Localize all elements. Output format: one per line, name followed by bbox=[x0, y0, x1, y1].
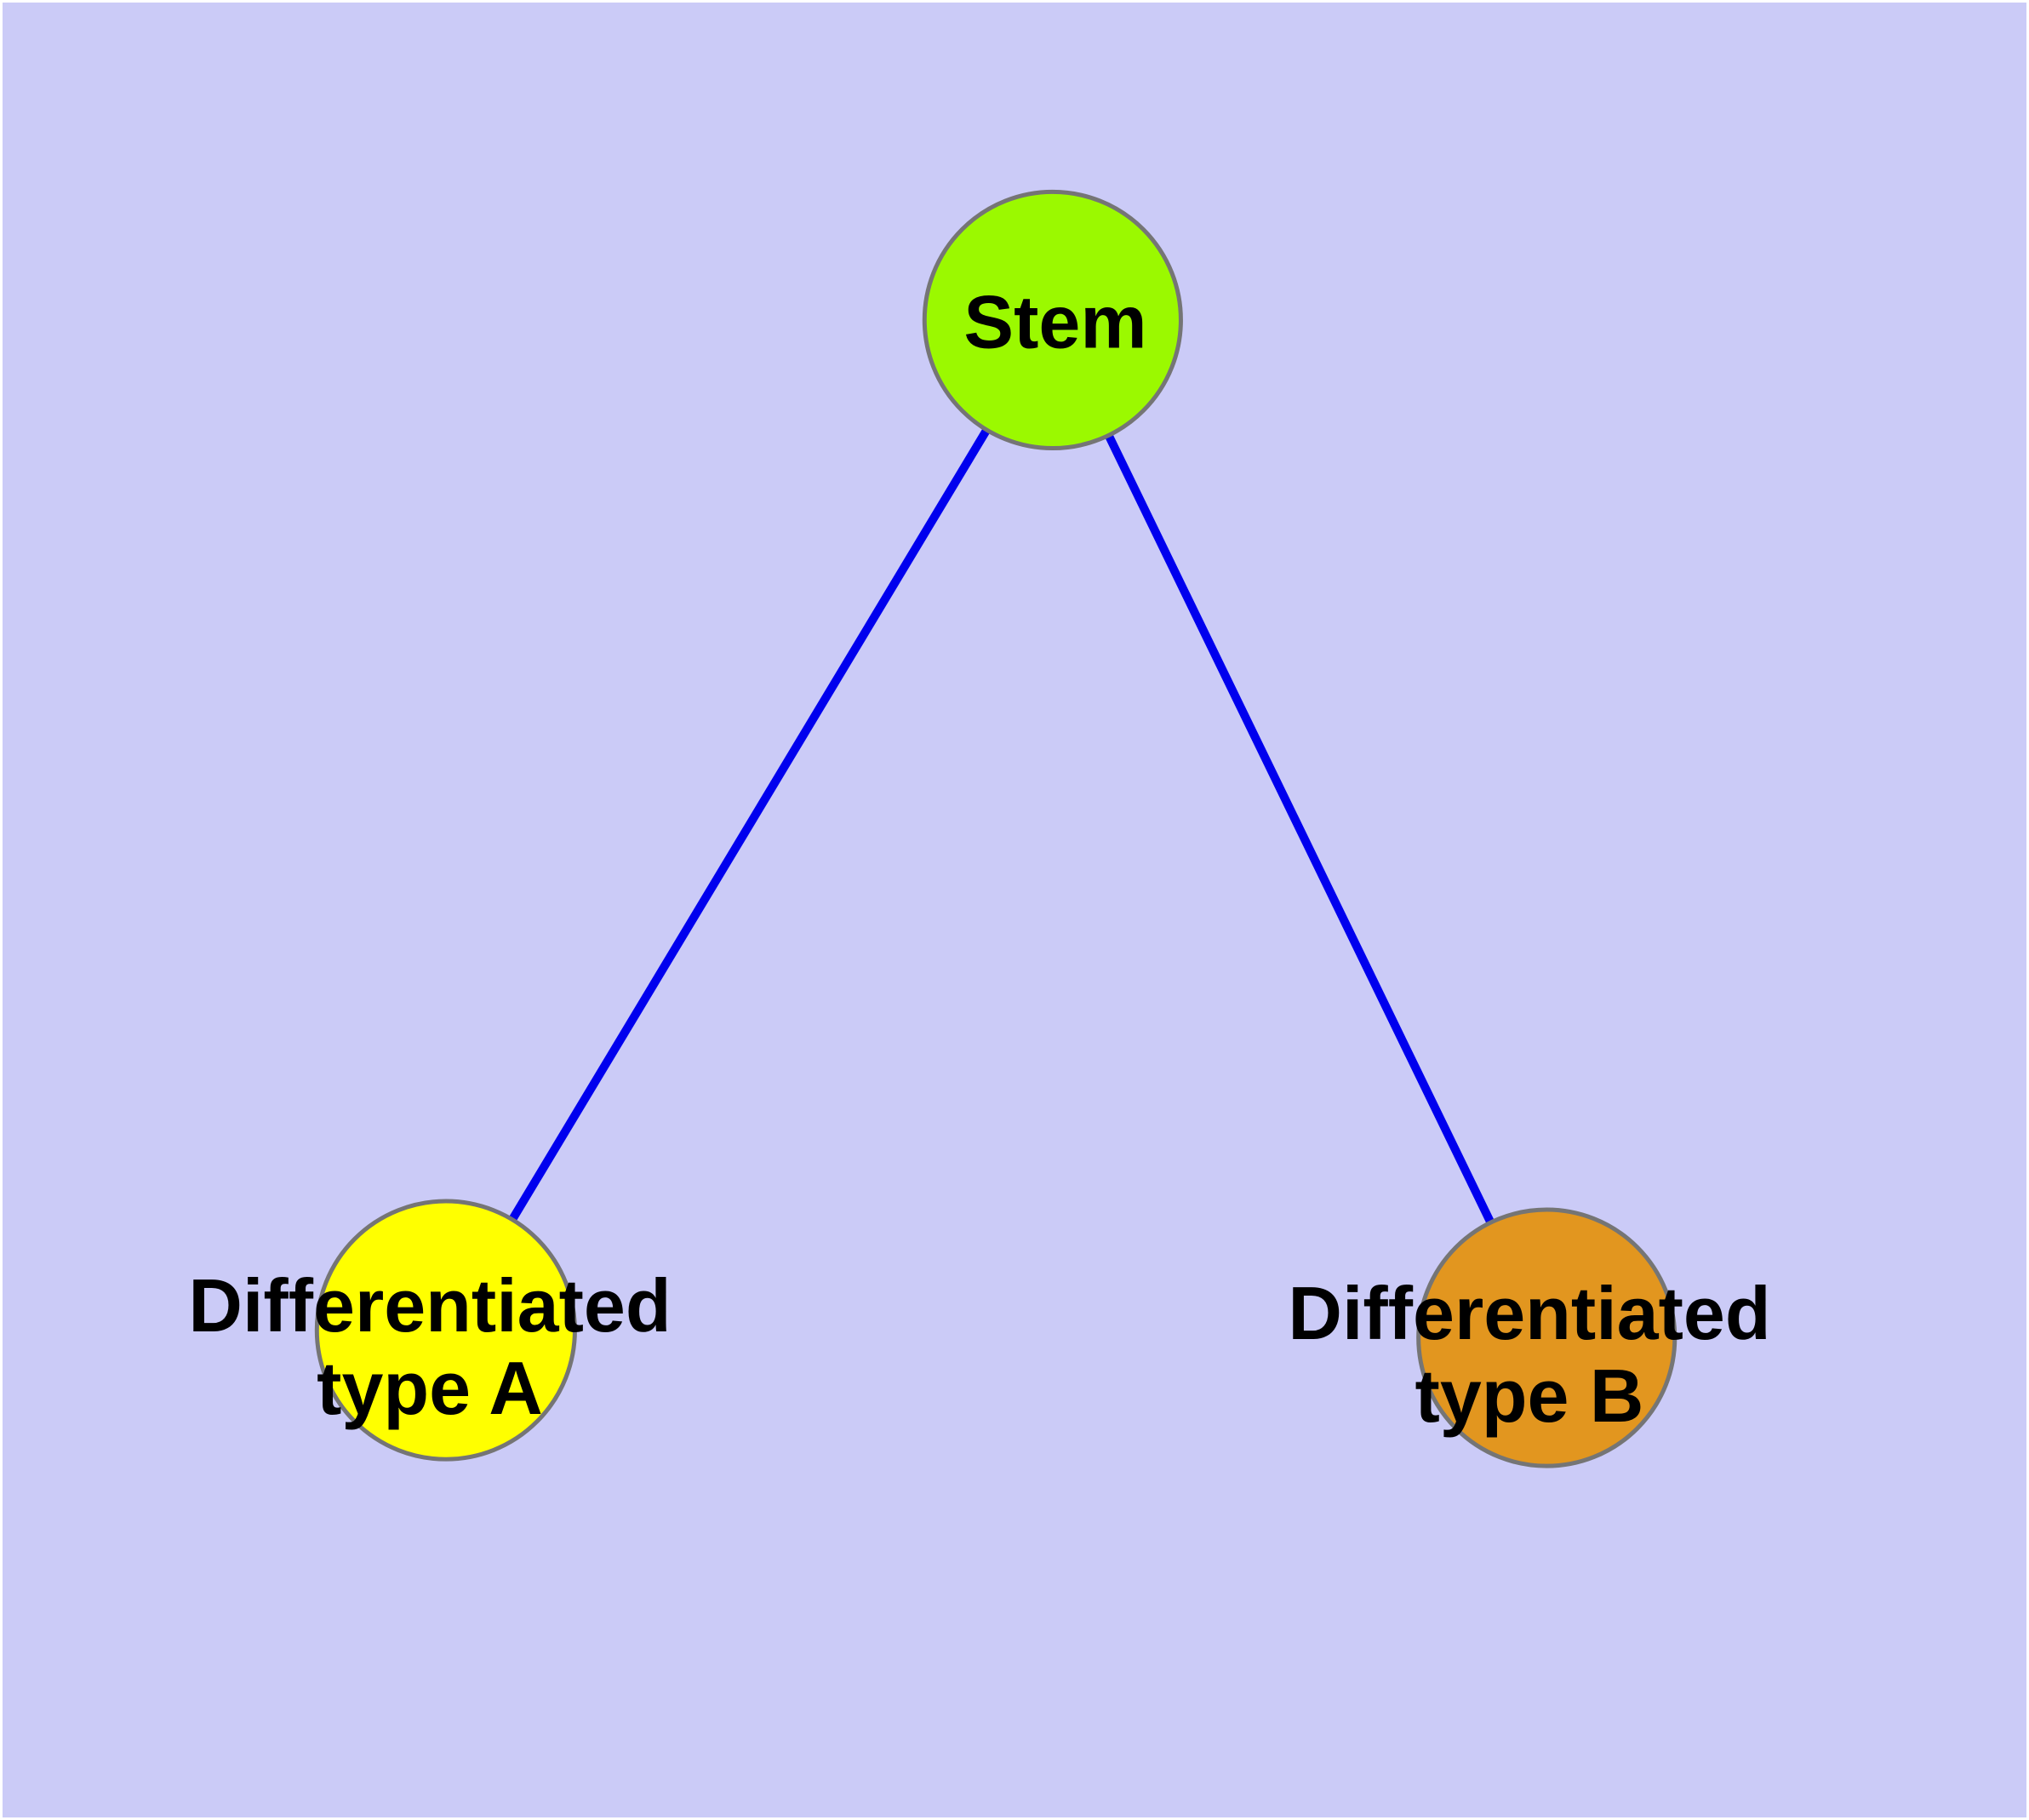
node-differentiated-type-a[interactable] bbox=[314, 1199, 577, 1462]
edge-stem-to-b[interactable] bbox=[1049, 318, 1551, 1340]
nodes-layer bbox=[314, 189, 1677, 1468]
node-differentiated-type-b[interactable] bbox=[1416, 1207, 1677, 1468]
edge-stem-to-a[interactable] bbox=[442, 318, 1057, 1333]
graph-svg bbox=[314, 189, 1677, 1468]
node-stem[interactable] bbox=[922, 189, 1183, 451]
edges-layer bbox=[442, 318, 1551, 1340]
